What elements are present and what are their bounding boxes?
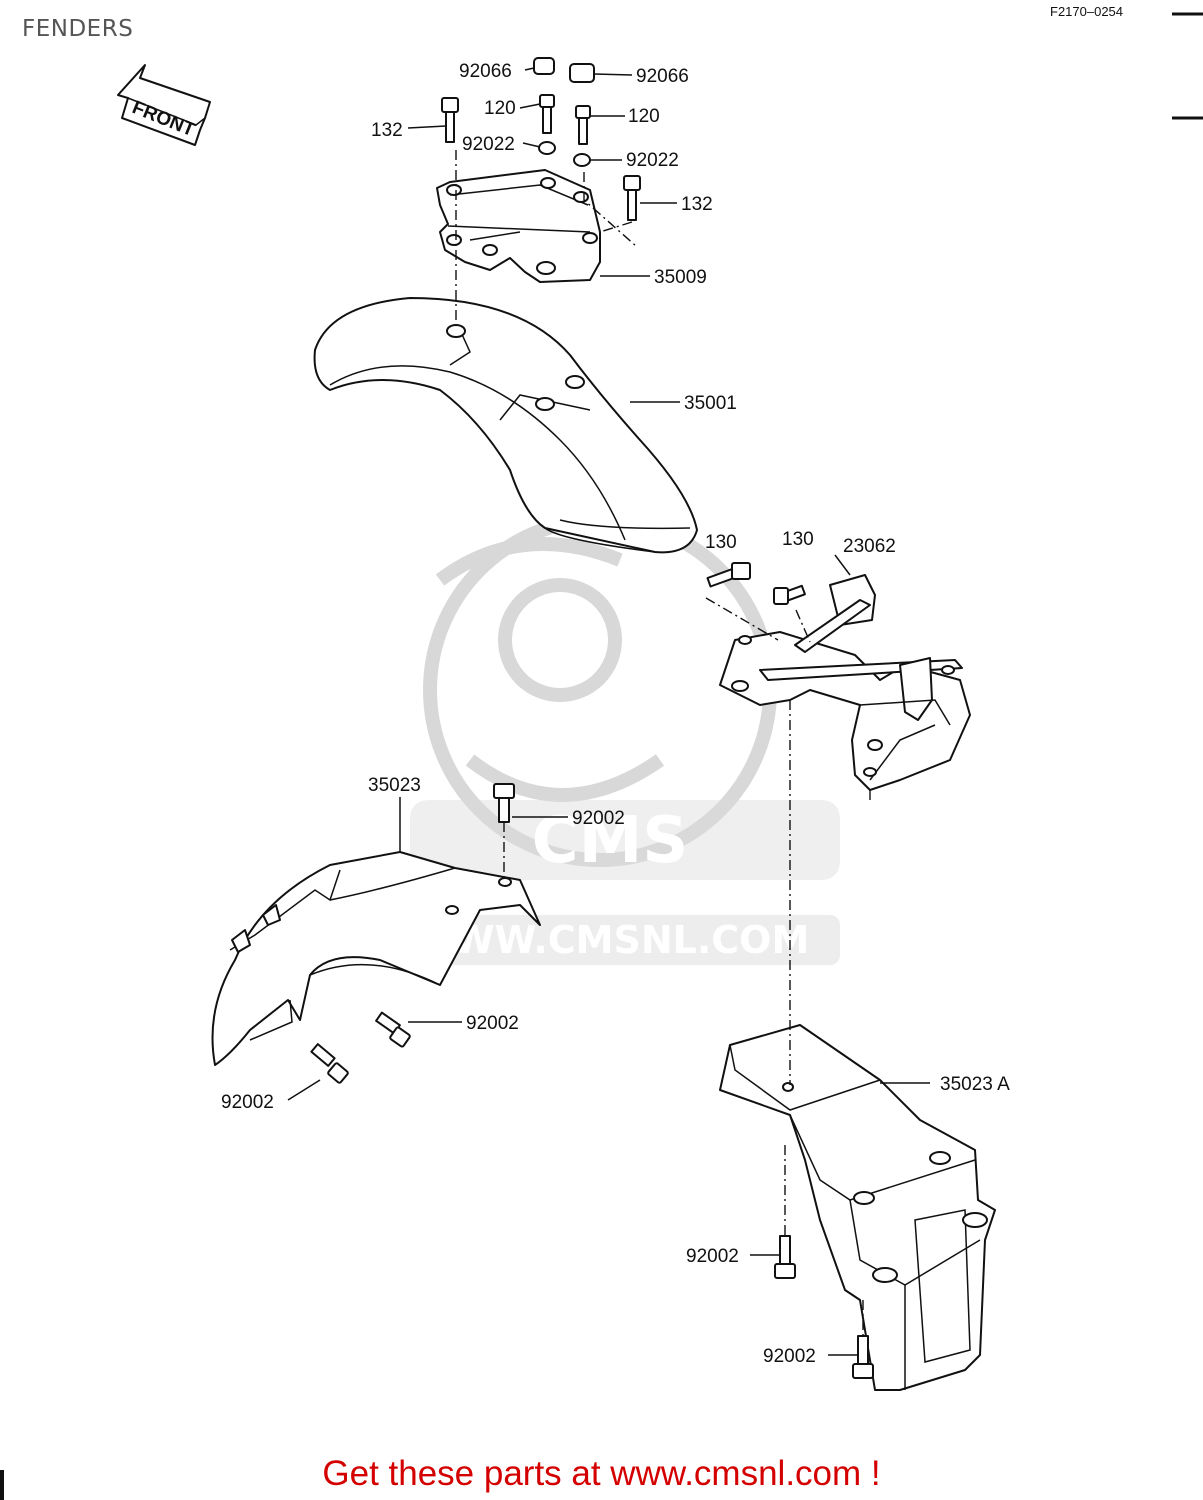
watermark-url: WWW.CMSNL.COM [411,918,810,962]
callout-23062: 23062 [843,536,896,557]
callouts: 92066 92066 120 120 132 92022 92022 132 … [221,61,1010,1367]
bolt-92002-rear-lower [852,1335,874,1379]
bolt-132-left [441,97,459,143]
callout-92002-top: 92002 [572,808,625,829]
page-title: FENDERS [22,16,134,42]
cap-92066-left [533,57,555,75]
washer-92022-right [573,153,591,167]
callout-35001: 35001 [684,393,737,414]
rear-bracket-23062 [719,574,971,791]
footer-link-text[interactable]: Get these parts at www.cmsnl.com ! [322,1454,881,1493]
callout-92002-lower: 92002 [221,1092,274,1113]
bolt-92002-rear-upper [774,1235,796,1279]
callout-132-left: 132 [371,120,403,141]
callout-92002-rear-lower: 92002 [763,1346,816,1367]
callout-35023a: 35023 A [940,1074,1010,1095]
callout-35009: 35009 [654,267,707,288]
diagram-code: F2170–0254 [1050,4,1124,19]
watermark-url-band [380,915,840,965]
rear-fender-35023a [719,1024,996,1391]
washer-92022-left [538,141,556,155]
callout-92066-left: 92066 [459,61,512,82]
bolt-92002-lower [310,1043,349,1084]
callout-120-right: 120 [628,106,660,127]
front-fender-35001 [313,297,698,554]
callout-35023: 35023 [368,775,421,796]
callout-92066-right: 92066 [636,66,689,87]
callout-120-left: 120 [484,98,516,119]
bolt-132-right [623,175,641,221]
bolt-120-right [575,105,591,145]
bolt-92002-middle [375,1011,411,1048]
cap-92066-right [569,63,595,83]
callout-130-left: 130 [705,532,737,553]
bolt-130-right [773,584,806,605]
cms-watermark: CMS WWW.CMSNL.COM [380,513,840,965]
bracket-35009 [436,169,601,283]
bolt-120-left [539,94,555,134]
callout-92022-right: 92022 [626,150,679,171]
leader-lines [287,67,930,1356]
inner-fender-35023 [211,851,541,1066]
assembly-lines [455,150,871,1336]
watermark-cms-logo [410,800,840,880]
callout-132-right: 132 [681,194,713,215]
callout-92022-left: 92022 [462,134,515,155]
front-direction-arrow: FRONT [117,64,211,146]
callout-130-right: 130 [782,529,814,550]
callout-92002-rear-upper: 92002 [686,1246,739,1267]
bolt-130-left [706,562,751,588]
callout-92002-middle: 92002 [466,1013,519,1034]
